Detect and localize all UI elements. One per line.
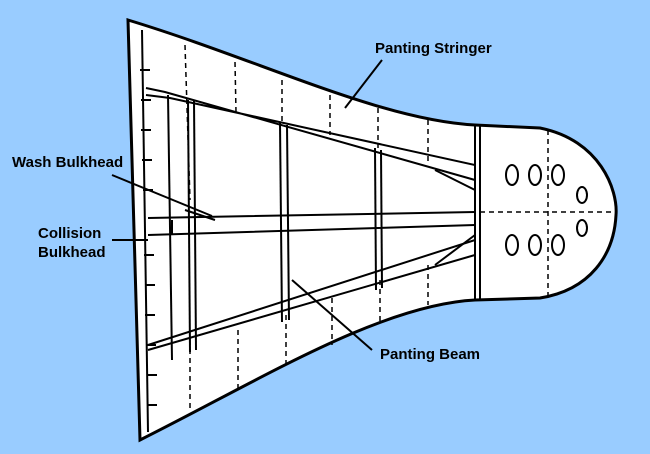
wash-bulkhead-label: Wash Bulkhead: [12, 154, 124, 171]
hull-outline: [126, 17, 618, 443]
lightening-holes: [505, 164, 588, 256]
collision-bulkhead-label-line2: Bulkhead: [38, 244, 106, 261]
leader-lines: [111, 59, 383, 351]
dashed-frame-lines: [184, 44, 612, 410]
vertical-frames: [167, 94, 481, 361]
panting-beam-centre: [147, 211, 476, 236]
panting-stringer-label: Panting Stringer: [375, 40, 492, 57]
collision-bulkhead-label-line1: Collision: [38, 225, 102, 242]
panting-beam-label: Panting Beam: [380, 346, 481, 363]
frame-ticks: [140, 69, 157, 406]
collision-bulkhead-line: [141, 29, 149, 433]
